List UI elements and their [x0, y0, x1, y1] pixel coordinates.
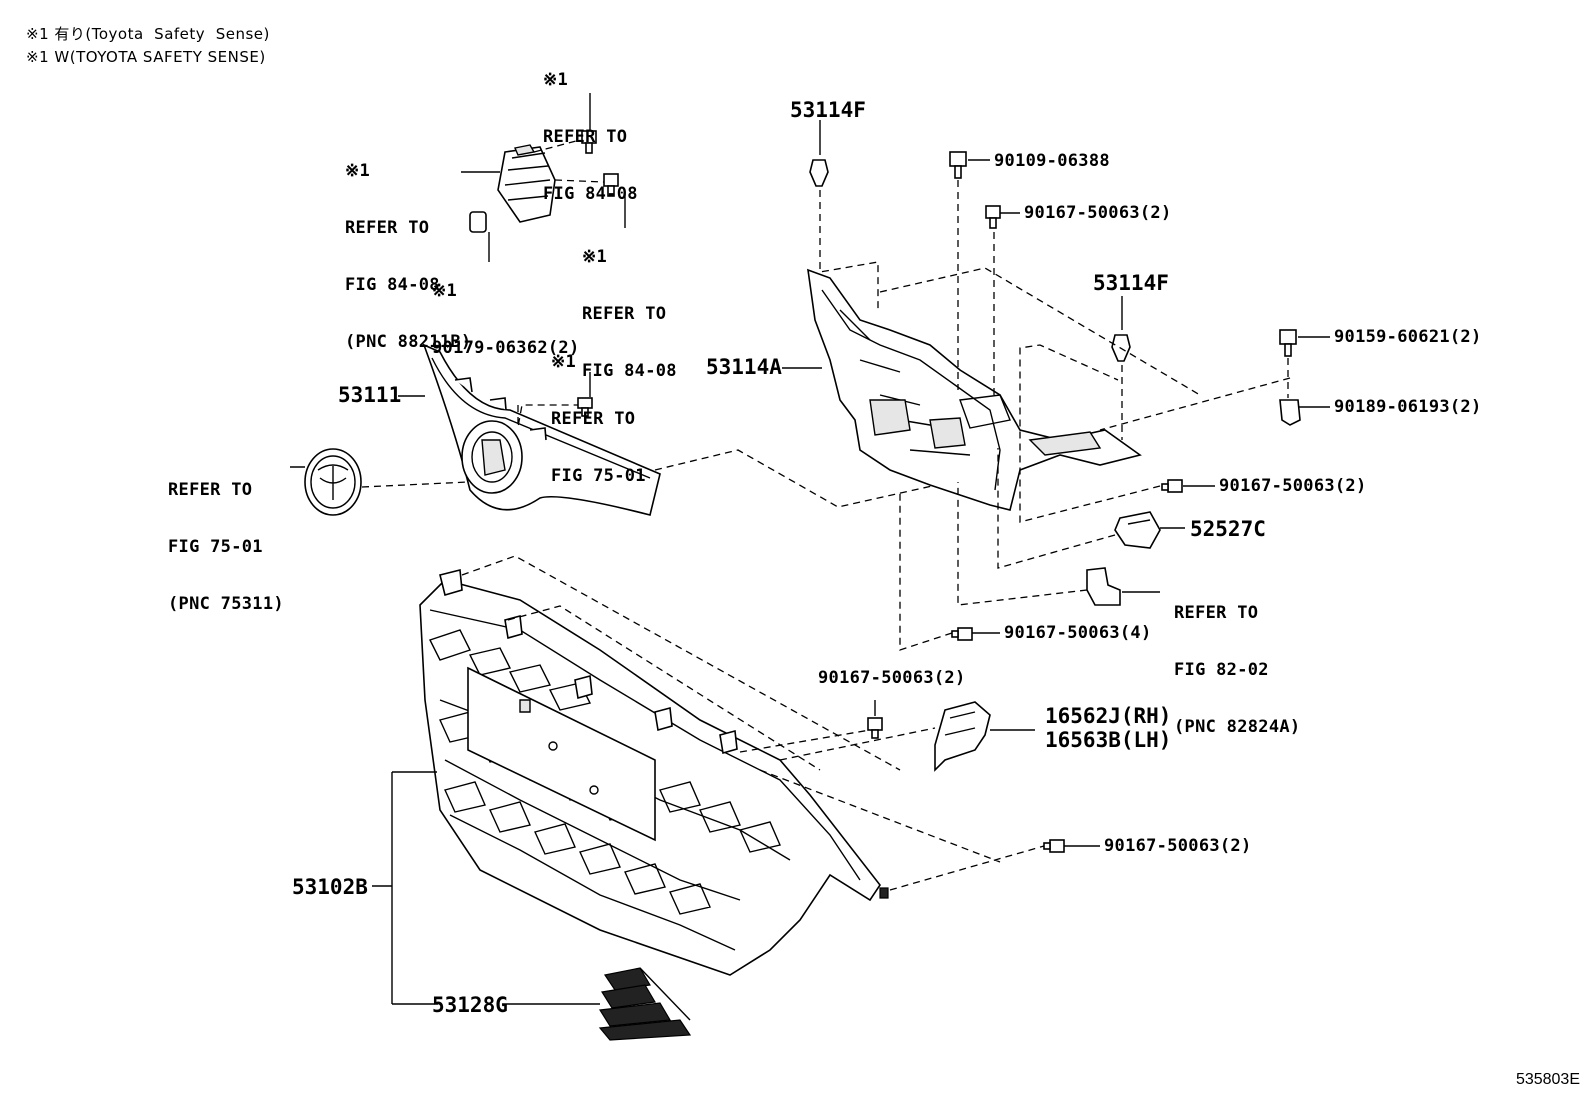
bolt-90167-d: [867, 717, 883, 739]
label-90179: ※1 90179-06362(2): [432, 244, 580, 396]
clip-75-01: [577, 397, 593, 417]
part-53128G: 53128G: [432, 993, 508, 1017]
ref-fig-75-01-pnc: REFER TO FIG 75-01 (PNC 75311): [168, 443, 284, 652]
bracket-16562j: [934, 701, 991, 772]
part-16562J-RH: 16562J(RH): [1045, 704, 1172, 728]
note-line-2: ※1 W(TOYOTA SAFETY SENSE): [26, 48, 266, 66]
ref-fig-75-01-top: ※1 REFER TO FIG 75-01: [551, 315, 646, 524]
bracket-52527c: [1114, 511, 1161, 549]
radiator-grille: [419, 568, 889, 976]
part-number: 90179-06362(2): [432, 338, 580, 358]
ref-pnc: (PNC 82824A): [1174, 717, 1301, 737]
part-53114F-top: 53114F: [790, 98, 866, 122]
bolt-90167-b: [1161, 479, 1183, 493]
ref-mark: ※1: [345, 161, 371, 181]
bolt-90109: [949, 151, 967, 179]
part-90167-50063-d: 90167-50063(2): [818, 668, 966, 688]
ref-mark: ※1: [543, 70, 569, 90]
part-90159-60621: 90159-60621(2): [1334, 327, 1482, 347]
radar-sensor-assembly: [469, 130, 619, 233]
ref-fig-84-08-mid: ※1 REFER TO FIG 84-08: [582, 210, 677, 419]
part-53114F-right: 53114F: [1093, 271, 1169, 295]
ref-fig: FIG 84-08: [345, 275, 440, 295]
note-line-1: ※1 有り(Toyota Safety Sense): [26, 25, 270, 43]
ref-pnc: (PNC 75311): [168, 594, 284, 614]
grille-insert: [598, 967, 692, 1041]
ref-fig: FIG 82-02: [1174, 660, 1269, 680]
sensor-82824a: [1086, 567, 1121, 606]
ref-text: REFER TO: [551, 409, 636, 429]
part-52527C: 52527C: [1190, 517, 1266, 541]
bolt-90159: [1279, 329, 1297, 357]
ref-fig: FIG 75-01: [551, 466, 646, 486]
ref-fig: FIG 84-08: [543, 184, 638, 204]
clip-53114f-top: [809, 159, 829, 187]
part-90167-50063-b: 90167-50063(2): [1219, 476, 1367, 496]
ref-mark: ※1: [551, 352, 577, 372]
part-53111: 53111: [338, 383, 402, 407]
part-53114A: 53114A: [706, 355, 782, 379]
ref-text: REFER TO: [582, 304, 667, 324]
ref-mark: ※1: [432, 281, 458, 301]
part-90109-06388: 90109-06388: [994, 151, 1110, 171]
bolt-90167-c: [951, 627, 973, 641]
ref-mark: ※1: [582, 247, 608, 267]
ref-text: REFER TO: [543, 127, 628, 147]
ref-text: REFER TO: [345, 218, 430, 238]
ref-pnc: (PNC 88211B): [345, 332, 472, 352]
ref-fig: FIG 75-01: [168, 537, 263, 557]
ref-text: REFER TO: [168, 480, 253, 500]
part-90167-50063-e: 90167-50063(2): [1104, 836, 1252, 856]
nut-90189: [1279, 399, 1301, 426]
ref-fig-82-02-pnc: REFER TO FIG 82-02 (PNC 82824A): [1174, 566, 1300, 775]
bolt-90167-e: [1043, 839, 1065, 853]
part-90167-50063-a: 90167-50063(2): [1024, 203, 1172, 223]
ref-fig-84-08-pnc: ※1 REFER TO FIG 84-08 (PNC 88211B): [345, 124, 471, 390]
ref-text: REFER TO: [1174, 603, 1259, 623]
bolt-90167-a: [985, 205, 1001, 229]
part-16563B-LH: 16563B(LH): [1045, 728, 1172, 752]
ref-fig: FIG 84-08: [582, 361, 677, 381]
ref-fig-84-08-top: ※1 REFER TO FIG 84-08: [543, 33, 638, 242]
part-90189-06193: 90189-06193(2): [1334, 397, 1482, 417]
figure-id: 535803E: [1515, 1071, 1580, 1088]
upper-grille-molding: [304, 343, 661, 516]
part-90167-50063-c: 90167-50063(4): [1004, 623, 1152, 643]
part-53102B: 53102B: [292, 875, 368, 899]
radiator-support-bracket: [807, 268, 1142, 511]
